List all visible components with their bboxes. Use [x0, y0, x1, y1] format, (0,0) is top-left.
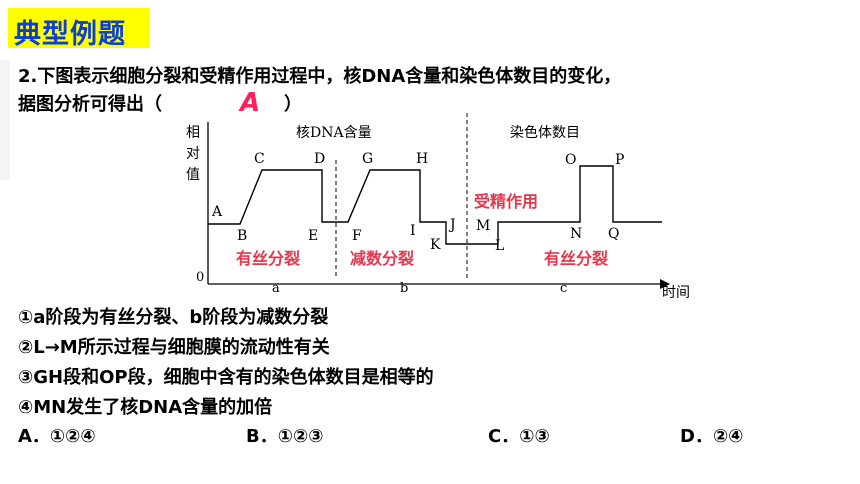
- point-O: O: [565, 152, 576, 168]
- option-d[interactable]: D．②④: [680, 426, 744, 447]
- point-L: L: [495, 238, 504, 254]
- x-axis-arrow: [660, 279, 670, 289]
- question-line-2: 据图分析可得出（: [18, 94, 162, 115]
- point-B: B: [237, 228, 247, 244]
- title-badge: [8, 8, 150, 48]
- handwritten-answer: A: [240, 88, 261, 118]
- point-D: D: [314, 151, 325, 167]
- option-c[interactable]: C．①③: [488, 426, 550, 447]
- stage-mitosis-1: 有丝分裂: [236, 249, 300, 268]
- point-E: E: [308, 228, 318, 244]
- question-line-1: 2.下图表示细胞分裂和受精作用过程中，核DNA含量和染色体数目的变化，: [18, 66, 622, 87]
- point-H: H: [416, 151, 428, 167]
- statement-2: ②L→M所示过程与细胞膜的流动性有关: [18, 337, 330, 358]
- point-N: N: [570, 226, 582, 242]
- question-line-2-end: ）: [284, 94, 302, 115]
- x-axis-label: 时间: [662, 285, 690, 301]
- option-a[interactable]: A．①②④: [18, 426, 96, 447]
- chromosome-section-title: 染色体数目: [510, 124, 580, 141]
- stage-mitosis-2: 有丝分裂: [544, 249, 608, 268]
- statement-1: ①a阶段为有丝分裂、b阶段为减数分裂: [18, 307, 329, 328]
- point-K: K: [430, 237, 441, 253]
- statement-3: ③GH段和OP段，细胞中含有的染色体数目是相等的: [18, 367, 434, 388]
- dna-curve: [208, 169, 476, 245]
- dna-section-title: 核DNA含量: [296, 125, 372, 141]
- point-P: P: [615, 152, 624, 168]
- point-C: C: [254, 151, 265, 167]
- point-Q: Q: [608, 226, 619, 242]
- side-decoration: [0, 60, 10, 180]
- y-axis-label-2: 对: [186, 146, 200, 162]
- point-G: G: [362, 151, 373, 167]
- stage-meiosis: 减数分裂: [350, 249, 414, 268]
- statement-4: ④MN发生了核DNA含量的加倍: [18, 397, 273, 418]
- stage-fertilization: 受精作用: [474, 192, 538, 211]
- phase-a: a: [272, 281, 280, 296]
- point-F: F: [352, 228, 362, 244]
- chromosome-curve: [476, 165, 662, 245]
- y-axis-label-3: 值: [186, 167, 200, 183]
- point-A: A: [211, 204, 223, 220]
- phase-c: c: [560, 281, 567, 296]
- option-b[interactable]: B．①②③: [246, 426, 324, 447]
- origin-label: 0: [196, 270, 204, 285]
- page-title: 典型例题: [14, 19, 126, 50]
- point-M: M: [476, 218, 490, 234]
- point-J: J: [448, 217, 456, 233]
- phase-b: b: [400, 281, 408, 296]
- point-I: I: [410, 223, 416, 239]
- y-axis-label-1: 相: [186, 125, 200, 141]
